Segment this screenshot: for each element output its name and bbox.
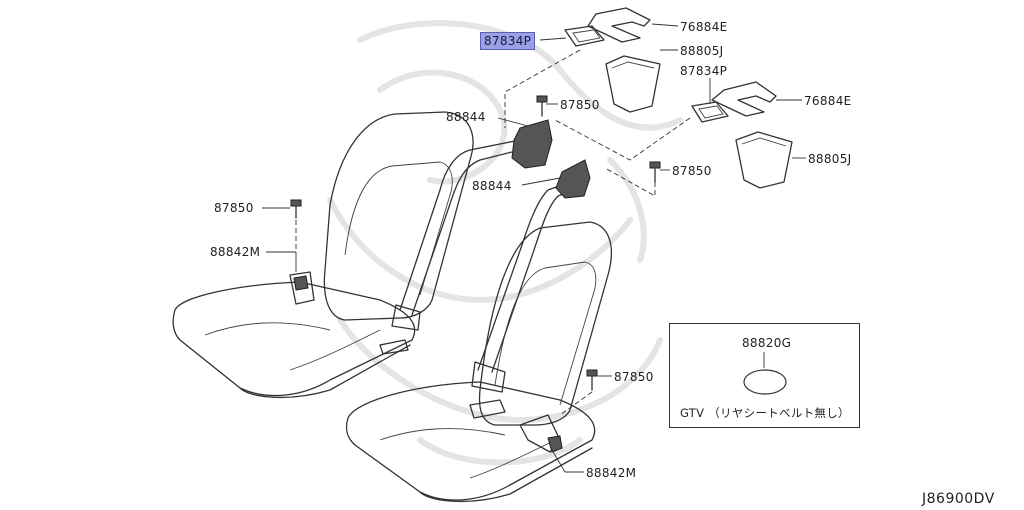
inset-drawing — [743, 352, 787, 395]
bolts — [290, 95, 661, 391]
gtv-variant-inset: 88820G GTV （リヤシートベルト無し） — [669, 323, 860, 428]
right-seat — [345, 221, 612, 503]
label-88805j-mid[interactable]: 88805J — [808, 152, 852, 166]
label-88844-upper[interactable]: 88844 — [446, 110, 486, 124]
label-76884e-top[interactable]: 76884E — [680, 20, 728, 34]
gtv-note: GTV （リヤシートベルト無し） — [680, 406, 850, 420]
watermark-emblem — [327, 20, 683, 466]
parcel-parts — [564, 7, 793, 189]
plug-cap-part — [743, 369, 787, 395]
label-87850-left[interactable]: 87850 — [214, 201, 254, 215]
label-88844-lower[interactable]: 88844 — [472, 179, 512, 193]
label-88842m-bottom[interactable]: 88842M — [586, 466, 637, 480]
label-87834p-mid[interactable]: 87834P — [680, 64, 728, 78]
leader-lines — [262, 23, 806, 473]
diagram-code: J86900DV — [922, 491, 995, 507]
seat-belts — [379, 139, 579, 419]
label-87850-right[interactable]: 87850 — [672, 164, 712, 178]
label-87850-low[interactable]: 87850 — [614, 370, 654, 384]
label-87834p-highlighted[interactable]: 87834P — [480, 32, 536, 50]
label-76884e-mid[interactable]: 76884E — [804, 94, 852, 108]
assembly-lines — [295, 49, 691, 416]
label-88820g[interactable]: 88820G — [742, 336, 792, 350]
label-88842m-left[interactable]: 88842M — [210, 245, 261, 259]
retractors — [511, 119, 591, 199]
label-88805j-top[interactable]: 88805J — [680, 44, 724, 58]
left-seat — [172, 111, 474, 399]
buckles — [289, 271, 563, 453]
label-87850-top[interactable]: 87850 — [560, 98, 600, 112]
